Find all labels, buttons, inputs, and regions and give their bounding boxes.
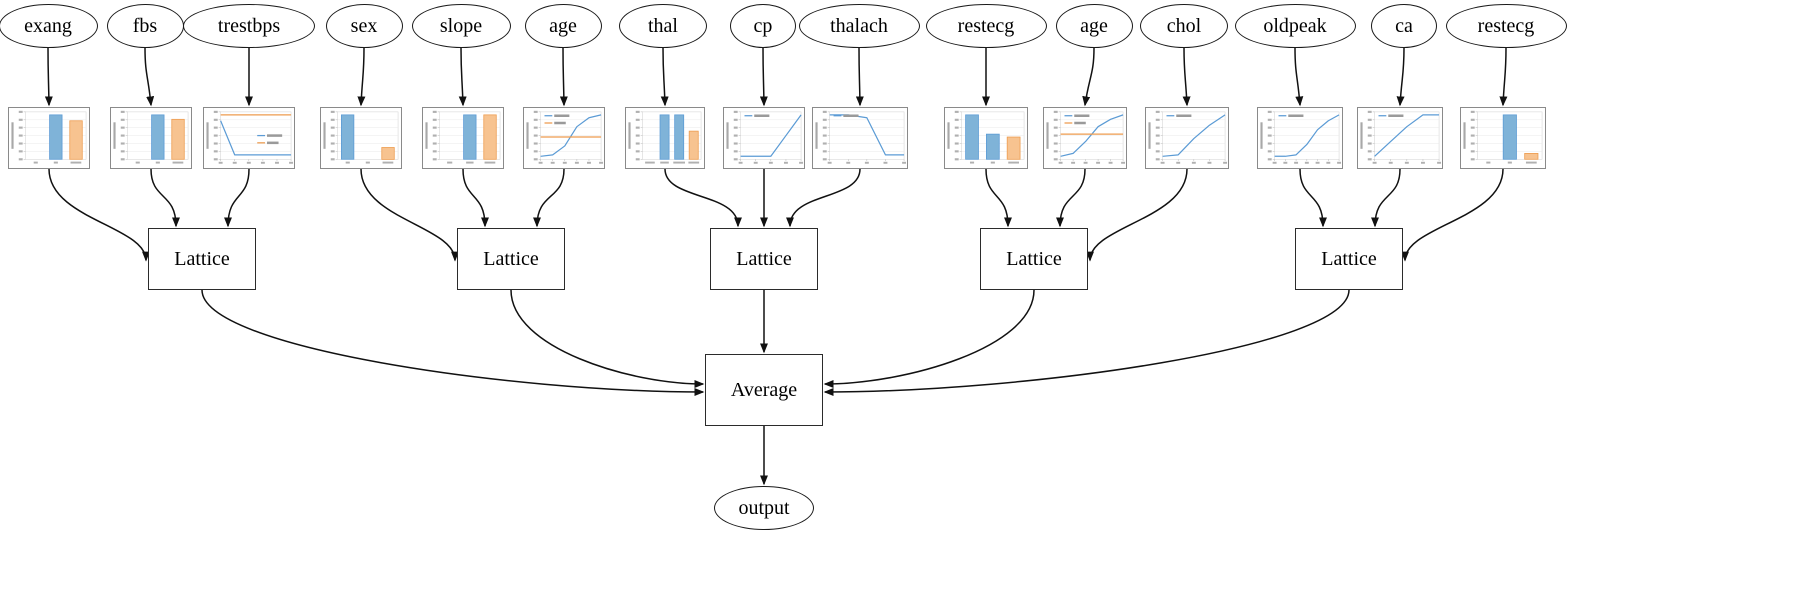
- lattice-node-1[interactable]: Lattice: [457, 228, 565, 290]
- input-node-age-10[interactable]: age: [1055, 4, 1133, 48]
- lattice-node-label: Lattice: [1006, 247, 1062, 270]
- calibration-plot-cp-7: [723, 107, 805, 169]
- calibration-plot-ca-13: [1357, 107, 1443, 169]
- input-node-chol-11[interactable]: chol: [1140, 4, 1228, 48]
- edge-input-to-plot-6: [660, 47, 669, 107]
- calibration-plot-trestbps-2: [203, 107, 295, 169]
- lattice-node-0[interactable]: Lattice: [148, 228, 256, 290]
- calibration-plot-sex-3: [320, 107, 402, 169]
- input-node-exang-0[interactable]: exang: [0, 4, 98, 48]
- calibration-plot-chol-11: [1145, 107, 1229, 169]
- input-node-sex-3[interactable]: sex: [325, 4, 403, 48]
- edge-plot-to-lattice-4: [462, 168, 489, 228]
- input-node-label: thalach: [830, 14, 888, 37]
- edge-plot-to-lattice-8: [786, 168, 861, 228]
- input-node-restecg-14[interactable]: restecg: [1445, 4, 1567, 48]
- input-node-oldpeak-12[interactable]: oldpeak: [1234, 4, 1356, 48]
- edge-plot-to-lattice-13: [1371, 168, 1401, 228]
- input-node-fbs-1[interactable]: fbs: [106, 4, 184, 48]
- input-node-thal-6[interactable]: thal: [619, 4, 707, 48]
- edge-input-to-plot-7: [759, 47, 768, 107]
- calibration-plot-thal-6: [625, 107, 705, 169]
- edge-plot-to-lattice-6: [664, 168, 742, 228]
- input-node-label: fbs: [132, 14, 158, 37]
- edge-plot-to-lattice-12: [1299, 168, 1327, 228]
- input-node-trestbps-2[interactable]: trestbps: [183, 4, 315, 48]
- output-node[interactable]: output: [714, 486, 814, 530]
- edge-lattice-to-average-0: [201, 289, 705, 396]
- lattice-node-3[interactable]: Lattice: [980, 228, 1088, 290]
- input-node-label: ca: [1395, 14, 1413, 37]
- edge-input-to-plot-14: [1499, 47, 1508, 107]
- lattice-node-2[interactable]: Lattice: [710, 228, 818, 290]
- input-node-label: restecg: [1477, 14, 1535, 37]
- edge-plot-to-lattice-14: [1401, 168, 1504, 262]
- calibration-plot-restecg-9: [944, 107, 1028, 169]
- edge-plot-to-lattice-0: [48, 168, 150, 262]
- input-node-label: oldpeak: [1263, 14, 1327, 37]
- input-node-label: sex: [350, 14, 378, 37]
- input-node-label: age: [1080, 14, 1108, 37]
- edge-input-to-plot-5: [559, 47, 568, 107]
- edge-plot-to-lattice-10: [1056, 168, 1086, 228]
- edge-input-to-plot-12: [1294, 47, 1304, 107]
- edge-input-to-plot-3: [357, 47, 366, 107]
- lattice-node-4[interactable]: Lattice: [1295, 228, 1403, 290]
- input-node-restecg-9[interactable]: restecg: [925, 4, 1047, 48]
- edge-plot-to-lattice-2: [224, 168, 250, 228]
- edge-input-to-plot-1: [144, 47, 155, 107]
- input-node-label: cp: [753, 14, 773, 37]
- calibration-plot-thalach-8: [812, 107, 908, 169]
- input-node-label: exang: [24, 14, 72, 37]
- edge-plot-to-lattice-5: [533, 168, 565, 228]
- calibration-plot-oldpeak-12: [1257, 107, 1343, 169]
- calibration-plot-age-10: [1043, 107, 1127, 169]
- lattice-node-label: Lattice: [1321, 247, 1377, 270]
- edge-plot-to-lattice-1: [150, 168, 180, 228]
- edge-input-to-plot-11: [1182, 47, 1191, 107]
- input-node-label: thal: [648, 14, 678, 37]
- output-node-label: output: [738, 496, 790, 519]
- calibration-plot-exang-0: [8, 107, 90, 169]
- edge-lattice-to-average-4: [823, 289, 1350, 396]
- input-node-thalach-8[interactable]: thalach: [798, 4, 920, 48]
- input-node-age-5[interactable]: age: [524, 4, 602, 48]
- edge-plot-to-lattice-9: [985, 168, 1012, 228]
- average-node-label: Average: [730, 378, 798, 401]
- calibration-plot-age-5: [523, 107, 605, 169]
- input-node-cp-7[interactable]: cp: [730, 4, 796, 48]
- edge-input-to-plot-13: [1396, 47, 1405, 107]
- lattice-node-label: Lattice: [174, 247, 230, 270]
- edge-plot-to-lattice-11: [1086, 168, 1188, 262]
- edge-input-to-plot-0: [44, 47, 53, 107]
- lattice-node-label: Lattice: [736, 247, 792, 270]
- calibration-plot-fbs-1: [110, 107, 192, 169]
- edge-lattice-to-average-1: [510, 289, 705, 388]
- input-node-label: age: [549, 14, 577, 37]
- calibration-plot-restecg-14: [1460, 107, 1546, 169]
- input-node-label: chol: [1166, 14, 1202, 37]
- average-node[interactable]: Average: [705, 354, 823, 426]
- input-node-ca-13[interactable]: ca: [1371, 4, 1437, 48]
- lattice-node-label: Lattice: [483, 247, 539, 270]
- edge-input-to-plot-10: [1082, 47, 1095, 107]
- input-node-label: trestbps: [217, 14, 281, 37]
- edge-lattice-to-average-3: [823, 289, 1035, 388]
- input-node-label: restecg: [957, 14, 1015, 37]
- input-node-slope-4[interactable]: slope: [411, 4, 511, 48]
- edge-input-to-plot-4: [458, 47, 467, 107]
- calibration-plot-slope-4: [422, 107, 504, 169]
- edge-plot-to-lattice-3: [360, 168, 459, 262]
- edge-input-to-plot-8: [855, 47, 864, 107]
- input-node-label: slope: [439, 14, 483, 37]
